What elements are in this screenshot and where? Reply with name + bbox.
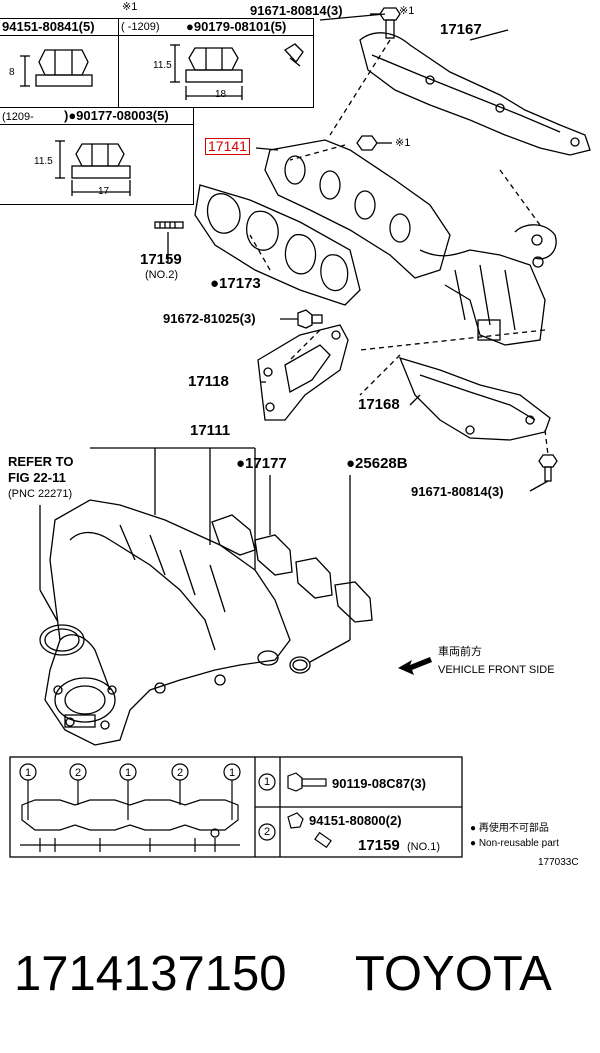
legend-markers: 1 2 1 2 1	[25, 767, 235, 779]
nut-detail-box-1	[0, 18, 120, 108]
nut3-range: (1209-	[2, 111, 34, 123]
marker-1b: 1	[125, 767, 131, 779]
label-stud: 17159	[140, 251, 182, 268]
exhaust-gasket-drawing	[194, 184, 361, 306]
stud-drawing	[154, 221, 184, 229]
exhaust-manifold-drawing	[264, 139, 557, 346]
label-o-ring: ●25628B	[346, 455, 408, 472]
label-lower-heat-insulator: 17168	[358, 396, 400, 413]
legend-num-2: 2	[264, 826, 271, 838]
intake-gasket-drawing	[211, 475, 373, 623]
label-bolt-top-note: ※1	[399, 5, 415, 17]
nut-detail-header-3	[0, 108, 193, 125]
marker-1c: 1	[229, 767, 235, 779]
flange-nut-3-drawing	[55, 140, 131, 196]
vehicle-front-jp: 車両前方	[438, 646, 482, 658]
label-intake-manifold: 17111	[190, 422, 231, 439]
label-bolt-low: 91671-80814(3)	[411, 484, 504, 499]
label-upper-heat-insulator: 17167	[440, 21, 482, 38]
nut-detail-box-2	[118, 18, 314, 108]
lower-heat-insulator-drawing	[398, 356, 551, 441]
refer-to-line-1: REFER TO	[8, 454, 74, 469]
intake-manifold-drawing	[44, 499, 291, 746]
manifold-nut-drawing	[356, 135, 392, 151]
o-ring-drawing	[289, 475, 351, 674]
legend-table-frame	[9, 756, 463, 858]
footer-brand: TOYOTA	[354, 947, 552, 1001]
legend-row2b-sub: (NO.1)	[407, 841, 440, 853]
label-bolt-top: 91671-80814(3)	[250, 3, 343, 18]
nut-detail-header-2	[119, 19, 313, 36]
marker-1a: 1	[25, 767, 31, 779]
upper-heat-insulator-drawing	[359, 32, 591, 156]
nut2-part-label: ●90179-08101(5)	[186, 19, 287, 34]
nut2-range: ( -1209)	[121, 21, 160, 33]
nut-detail-header-1	[0, 19, 119, 36]
legend-row1-part: 90119-08C87(3)	[332, 776, 426, 791]
label-bracket: 17118	[188, 373, 229, 390]
label-nut-note: ※1	[395, 137, 411, 149]
vehicle-front-en: VEHICLE FRONT SIDE	[438, 664, 555, 676]
label-exhaust-manifold-highlight[interactable]: 17141	[205, 138, 250, 155]
label-intake-gasket: ●17177	[236, 455, 287, 472]
legend-num-1: 1	[264, 776, 271, 788]
nut2-dim-height: 11.5	[153, 60, 172, 71]
figure-code: 177033C	[538, 857, 579, 868]
label-bolt-mid: 91672-81025(3)	[163, 311, 256, 326]
marker-2b: 2	[177, 767, 183, 779]
footer-part-brand: 1714137150 TOYOTA	[14, 946, 552, 1002]
label-exhaust-gasket: ●17173	[210, 275, 261, 292]
low-bolt-drawing	[529, 454, 558, 492]
marker-2a: 2	[75, 767, 81, 779]
footer-part-number: 1714137150	[14, 947, 287, 1001]
non-reusable-en: ● Non-reusable part	[470, 838, 559, 849]
flange-nut-2-drawing	[170, 43, 304, 100]
label-stud-sub: (NO.2)	[145, 269, 178, 281]
nut1-dim-height: 8	[9, 67, 15, 78]
bracket-drawing	[257, 324, 349, 421]
nut3-dim-height: 11.5	[34, 156, 53, 167]
non-reusable-jp: ● 再使用不可部品	[470, 823, 549, 834]
nut-detail-box-3	[0, 107, 194, 205]
mid-bolt-drawing	[297, 309, 323, 329]
legend-row2-part: 94151-80800(2)	[309, 813, 402, 828]
refer-to-line-2: FIG 22-11	[8, 470, 66, 485]
legend-row2b-part: 17159	[358, 837, 400, 854]
nut2-dim-width: 18	[215, 89, 227, 100]
gasket-bolt-pattern-drawing	[19, 763, 332, 852]
flange-nut-1-drawing	[20, 49, 93, 87]
nut2-note: ※1	[122, 1, 138, 13]
vehicle-front-arrow	[398, 657, 432, 675]
nut1-part-label: 94151-80841(5)	[2, 19, 95, 34]
throttle-gasket-ring-drawing	[39, 505, 85, 656]
nut3-part-label: )●90177-08003(5)	[64, 108, 169, 123]
refer-to-line-3: (PNC 22271)	[8, 488, 73, 500]
